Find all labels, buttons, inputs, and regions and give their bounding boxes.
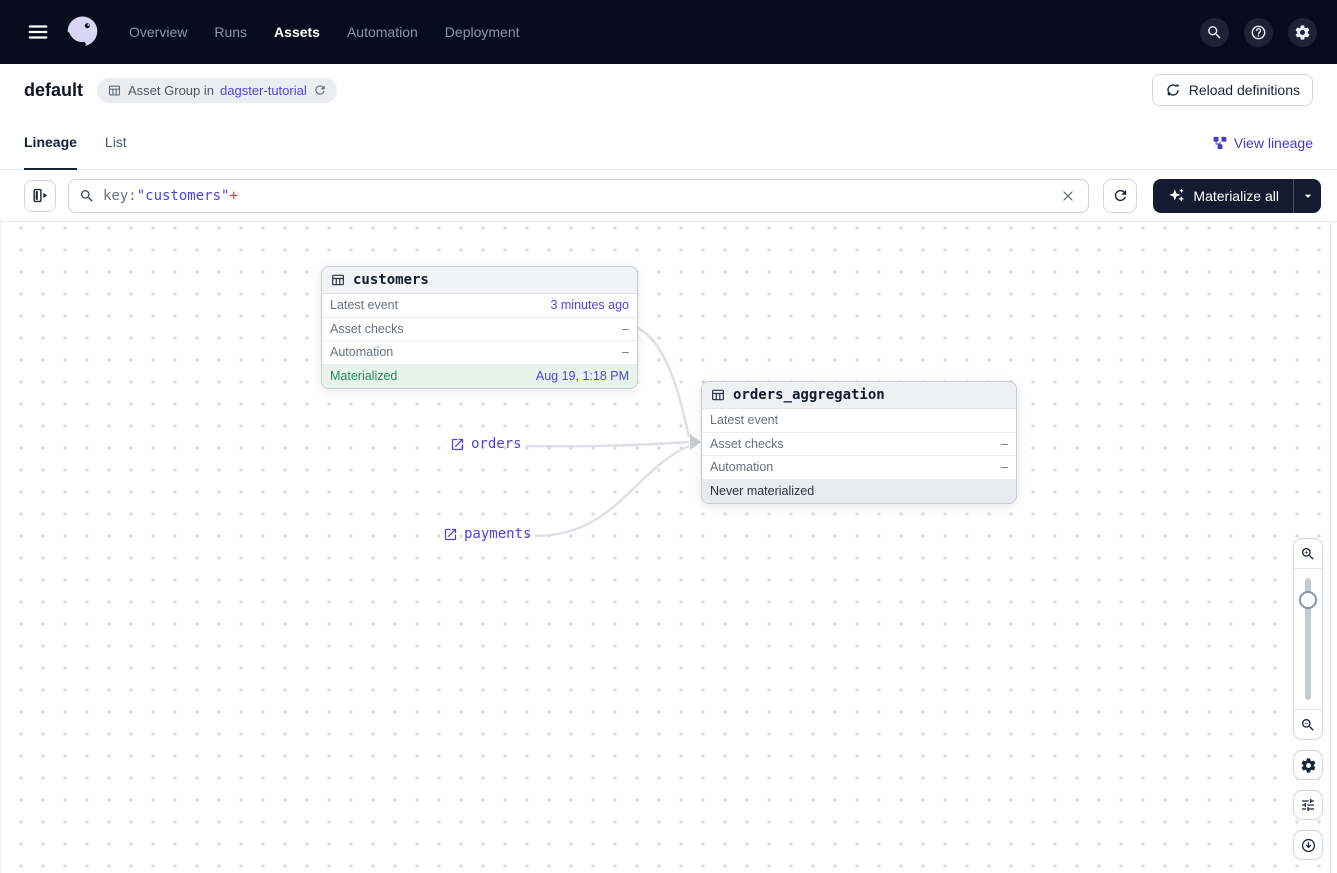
- reload-definitions-button[interactable]: Reload definitions: [1151, 74, 1313, 106]
- latest-event-link[interactable]: 3 minutes ago: [550, 298, 629, 313]
- node-row-latest-event: Latest event 3 minutes ago: [322, 294, 637, 318]
- table-icon: [710, 387, 726, 403]
- asset-group-icon: [107, 83, 122, 98]
- badge-refresh-icon[interactable]: [313, 83, 327, 97]
- nav-item-runs[interactable]: Runs: [214, 24, 248, 40]
- search-query: key:"customers"+: [103, 187, 238, 204]
- edge-arrowhead: [690, 434, 701, 450]
- graph-settings-icon[interactable]: [1293, 750, 1323, 780]
- expand-panel-icon[interactable]: [24, 179, 56, 212]
- tab-list[interactable]: List: [105, 116, 127, 170]
- right-gutter-divider: [1330, 222, 1331, 873]
- materialize-dropdown-icon[interactable]: [1294, 179, 1321, 213]
- menu-icon[interactable]: [20, 14, 56, 50]
- dagster-logo-icon[interactable]: [64, 14, 101, 51]
- help-icon[interactable]: [1244, 17, 1273, 47]
- lineage-edges: [525, 326, 701, 538]
- tab-lineage[interactable]: Lineage: [24, 116, 77, 170]
- asset-name: customers: [353, 272, 429, 288]
- asset-name: orders_aggregation: [733, 387, 885, 403]
- asset-node-header: customers: [322, 267, 637, 294]
- view-lineage-link[interactable]: View lineage: [1212, 135, 1313, 151]
- zoom-controls: [1293, 538, 1323, 740]
- asset-node-orders-aggregation[interactable]: orders_aggregation Latest event Asset ch…: [701, 381, 1017, 504]
- view-lineage-label: View lineage: [1233, 134, 1313, 151]
- zoom-out-icon[interactable]: [1294, 709, 1322, 739]
- external-link-icon: [443, 527, 458, 542]
- lineage-icon: [1212, 135, 1228, 151]
- tabs-row: Lineage List View lineage: [0, 116, 1337, 170]
- node-row-automation: Automation –: [322, 341, 637, 365]
- refresh-graph-icon[interactable]: [1103, 178, 1138, 213]
- node-row-automation: Automation –: [702, 456, 1016, 480]
- badge-text: Asset Group in: [128, 82, 215, 98]
- graph-toolbar: key:"customers"+ Materialize all: [0, 170, 1337, 222]
- search-icon[interactable]: [1200, 17, 1229, 47]
- settings-icon[interactable]: [1288, 17, 1317, 47]
- button-divider: [1293, 178, 1294, 213]
- materialize-split-button: Materialize all: [1153, 178, 1321, 213]
- zoom-slider-handle[interactable]: [1299, 591, 1317, 609]
- materialize-all-label: Materialize all: [1193, 187, 1279, 204]
- zoom-slider-track: [1305, 578, 1311, 700]
- materialization-timestamp-link[interactable]: Aug 19, 1:18 PM: [535, 369, 629, 384]
- top-nav: Overview Runs Assets Automation Deployme…: [0, 0, 1337, 64]
- external-asset-payments[interactable]: payments: [443, 526, 531, 542]
- page-title: default: [24, 79, 84, 100]
- node-row-asset-checks: Asset checks –: [702, 432, 1016, 456]
- nav-item-assets[interactable]: Assets: [274, 24, 320, 40]
- asset-group-badge: Asset Group in dagster-tutorial: [97, 77, 337, 103]
- reload-definitions-label: Reload definitions: [1188, 82, 1300, 98]
- nav-items: Overview Runs Assets Automation Deployme…: [129, 24, 520, 40]
- external-asset-orders[interactable]: orders: [450, 436, 522, 452]
- table-icon: [330, 272, 346, 288]
- external-link-icon: [450, 437, 465, 452]
- download-graph-icon[interactable]: [1293, 830, 1323, 860]
- nav-actions: [1200, 17, 1317, 47]
- asset-node-header: orders_aggregation: [702, 382, 1016, 409]
- zoom-slider[interactable]: [1294, 569, 1322, 709]
- clear-search-icon[interactable]: [1056, 184, 1080, 208]
- page-header: default Asset Group in dagster-tutorial …: [0, 64, 1337, 116]
- external-asset-label: payments: [464, 526, 532, 542]
- reload-icon: [1165, 82, 1181, 98]
- code-location-link[interactable]: dagster-tutorial: [220, 82, 307, 98]
- lineage-graph-canvas[interactable]: customers Latest event 3 minutes ago Ass…: [0, 222, 1337, 873]
- external-asset-label: orders: [471, 436, 522, 452]
- nav-item-deployment[interactable]: Deployment: [444, 24, 520, 40]
- node-row-never-materialized: Never materialized: [702, 479, 1016, 503]
- graph-filters-icon[interactable]: [1293, 790, 1323, 820]
- node-row-asset-checks: Asset checks –: [322, 317, 637, 341]
- search-input-icon: [79, 188, 95, 204]
- materialize-all-button[interactable]: Materialize all: [1153, 179, 1293, 213]
- zoom-in-icon[interactable]: [1294, 539, 1322, 569]
- asset-node-customers[interactable]: customers Latest event 3 minutes ago Ass…: [321, 266, 638, 389]
- node-row-materialized: Materialized Aug 19, 1:18 PM: [322, 364, 637, 388]
- asset-search-input[interactable]: key:"customers"+: [68, 178, 1090, 213]
- nav-item-automation[interactable]: Automation: [346, 24, 418, 40]
- nav-item-overview[interactable]: Overview: [129, 24, 188, 40]
- sparkle-icon: [1167, 187, 1185, 205]
- node-row-latest-event: Latest event: [702, 409, 1016, 433]
